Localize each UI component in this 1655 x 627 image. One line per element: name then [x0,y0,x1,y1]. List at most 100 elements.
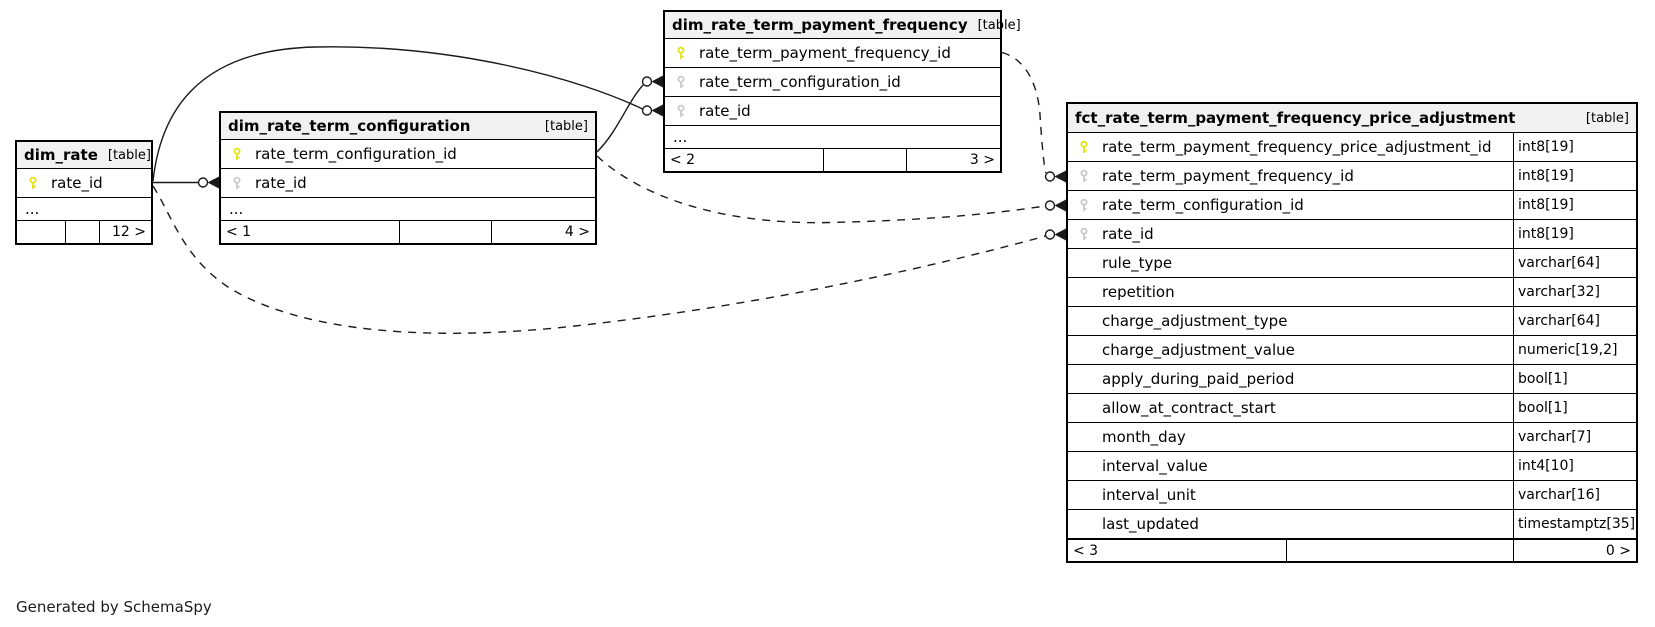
column-name: rule_type [1102,254,1173,272]
footer-mid [66,221,100,243]
table-header[interactable]: dim_rate_term_payment_frequency [table] [665,12,1021,39]
column-name: charge_adjustment_type [1102,312,1288,330]
column-name: rate_term_payment_frequency_id [1102,167,1354,185]
column-type: varchar[32] [1513,278,1636,306]
table-header[interactable]: fct_rate_term_payment_frequency_price_ad… [1068,104,1636,133]
table-name[interactable]: dim_rate_term_configuration [228,117,471,135]
column-row: rate_id [17,169,151,198]
column-row: repetition varchar[32] [1068,278,1636,307]
column-name-cell: month_day [1068,423,1513,451]
footer-mid [824,149,908,171]
column-type: timestamptz[35] [1513,510,1636,538]
column-name: rate_term_configuration_id [1102,196,1304,214]
column-row: rate_term_payment_frequency_id int8[19] [1068,162,1636,191]
edge-dim_rate_term_configuration-to-dim_rate_term_payment_frequency [596,75,663,153]
table-dim_rate_term_payment_frequency[interactable]: dim_rate_term_payment_frequency [table] … [663,10,1021,173]
column-name-cell: rate_term_payment_frequency_price_adjust… [1068,133,1513,161]
ellipsis-row: ... [17,198,151,221]
table-footer: < 1 4 > [221,221,595,243]
foreign-key-icon [1077,169,1091,183]
table-header[interactable]: dim_rate_term_configuration [table] [221,113,595,140]
column-name: month_day [1102,428,1186,446]
column-type: varchar[7] [1513,423,1636,451]
table-dim_rate[interactable]: dim_rate [table] rate_id ... 12 > [15,140,153,245]
column-name-cell: rate_term_payment_frequency_id [665,39,1000,67]
edge-dim_rate_term_payment_frequency-to-fct [1001,51,1066,183]
column-row: rate_term_configuration_id int8[19] [1068,191,1636,220]
column-row: charge_adjustment_type varchar[64] [1068,307,1636,336]
column-name-cell: rate_id [1068,220,1513,248]
column-name: last_updated [1102,515,1199,533]
column-row: last_updated timestamptz[35] [1068,510,1636,539]
table-name[interactable]: fct_rate_term_payment_frequency_price_ad… [1075,109,1516,127]
table-footer: < 3 0 > [1068,539,1636,561]
column-row: rate_term_configuration_id [221,140,595,169]
column-name: rate_term_payment_frequency_id [699,44,951,62]
footer-children: 12 > [112,224,146,240]
foreign-key-icon [674,104,688,118]
column-name-cell: rate_term_payment_frequency_id [1068,162,1513,190]
column-row: interval_unit varchar[16] [1068,481,1636,510]
column-name: rate_term_configuration_id [699,73,901,91]
primary-key-icon [230,147,244,161]
column-row: month_day varchar[7] [1068,423,1636,452]
column-name-cell: interval_value [1068,452,1513,480]
column-type: bool[1] [1513,365,1636,393]
column-name-cell: rate_term_configuration_id [221,140,595,168]
column-name: rate_id [699,102,751,120]
column-name: charge_adjustment_value [1102,341,1295,359]
table-header[interactable]: dim_rate [table] [17,142,151,169]
primary-key-icon [1077,140,1091,154]
footer-children: 0 > [1605,542,1631,559]
column-type: varchar[64] [1513,249,1636,277]
column-type: varchar[64] [1513,307,1636,335]
column-name: rate_id [51,174,103,192]
column-row: rate_id [221,169,595,198]
column-row: interval_value int4[10] [1068,452,1636,481]
primary-key-icon [674,46,688,60]
column-name-cell: apply_during_paid_period [1068,365,1513,393]
column-row: allow_at_contract_start bool[1] [1068,394,1636,423]
generated-by-note: Generated by SchemaSpy [16,598,212,616]
footer-parents: < 2 [665,149,825,171]
column-name-cell: charge_adjustment_value [1068,336,1513,364]
table-tag: [table] [544,118,588,134]
footer-parents: < 1 [221,221,401,243]
column-row: rate_id [665,97,1000,126]
footer-mid [1287,540,1514,561]
column-name-cell: charge_adjustment_type [1068,307,1513,335]
foreign-key-icon [674,75,688,89]
table-fct_rate_term_payment_frequency_price_adjustment[interactable]: fct_rate_term_payment_frequency_price_ad… [1066,102,1638,563]
column-name: interval_value [1102,457,1208,475]
table-tag: [table] [107,147,151,163]
footer-parents: < 3 [1068,540,1288,561]
column-name: rate_id [1102,225,1154,243]
table-dim_rate_term_configuration[interactable]: dim_rate_term_configuration [table] rate… [219,111,597,245]
column-type: varchar[16] [1513,481,1636,509]
column-name: allow_at_contract_start [1102,399,1276,417]
edge-dim_rate-to-dim_rate_term_configuration [153,176,219,189]
table-tag: [table] [977,17,1021,33]
footer-mid [400,221,493,243]
footer-children: 4 > [564,224,590,240]
column-type: int8[19] [1513,220,1636,248]
table-name[interactable]: dim_rate_term_payment_frequency [672,16,968,34]
column-type: int4[10] [1513,452,1636,480]
column-name: rate_term_configuration_id [255,145,457,163]
foreign-key-icon [1077,227,1091,241]
column-name-cell: interval_unit [1068,481,1513,509]
column-name-cell: allow_at_contract_start [1068,394,1513,422]
column-row: apply_during_paid_period bool[1] [1068,365,1636,394]
column-name-cell: repetition [1068,278,1513,306]
footer-parents [17,221,66,243]
column-row: rate_term_payment_frequency_id [665,39,1000,68]
column-name-cell: rate_id [665,97,1000,125]
column-name-cell: rate_id [221,169,595,197]
column-row: rate_term_configuration_id [665,68,1000,97]
column-name: interval_unit [1102,486,1196,504]
column-name-cell: rate_term_configuration_id [1068,191,1513,219]
column-type: numeric[19,2] [1513,336,1636,364]
column-type: int8[19] [1513,133,1636,161]
table-name[interactable]: dim_rate [24,146,98,164]
